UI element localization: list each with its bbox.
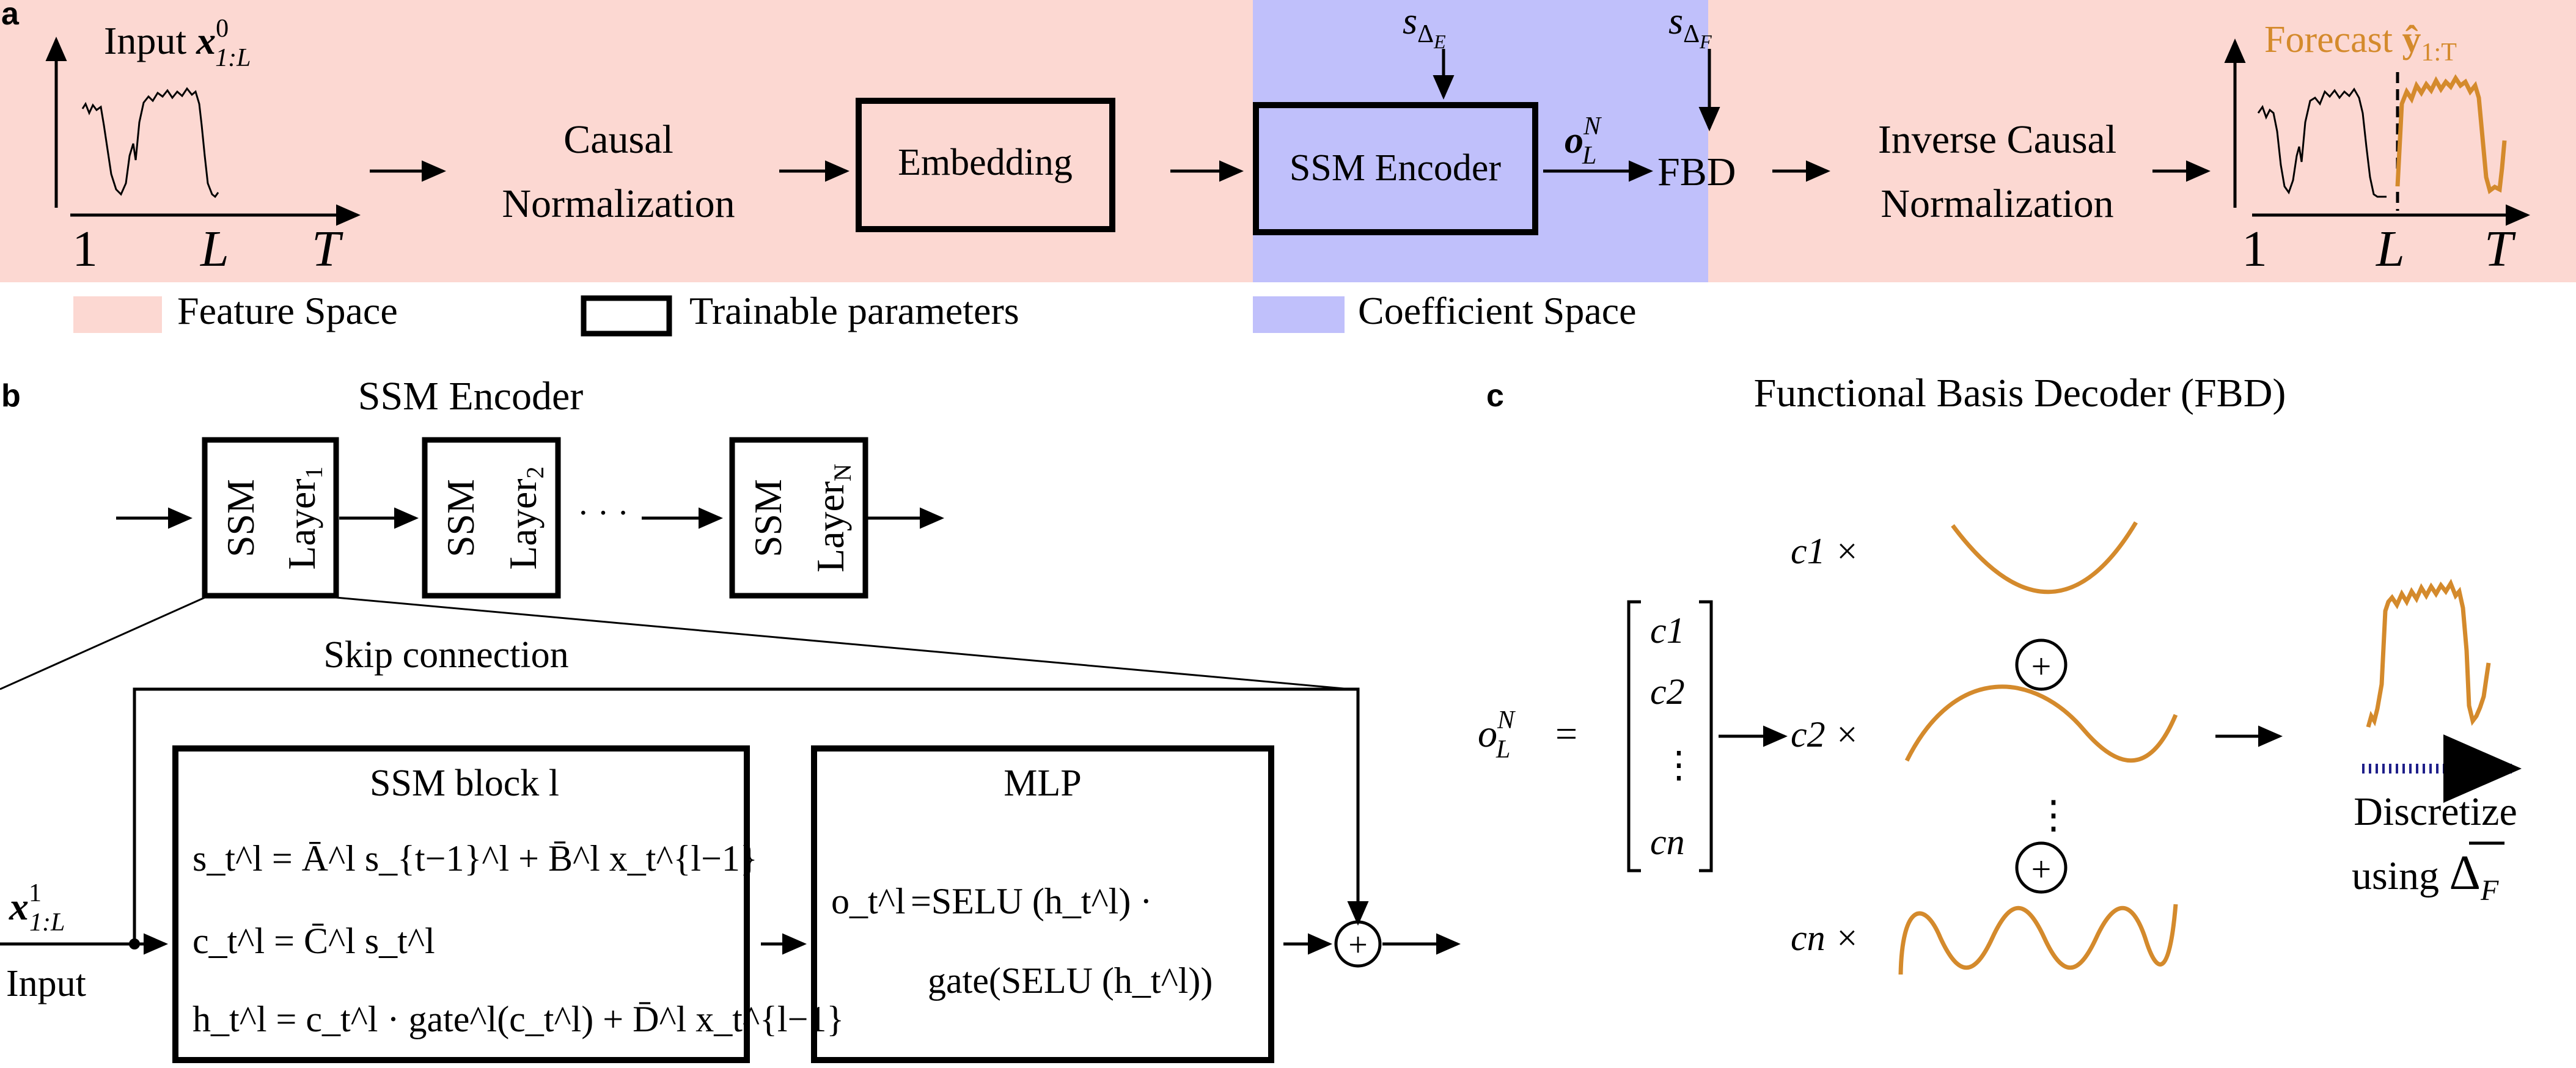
embedding-label: Embedding xyxy=(898,142,1073,183)
coef-label-c2: c2 × xyxy=(1791,714,1859,755)
legend-feature-space-label: Feature Space xyxy=(177,289,398,332)
decoded-series xyxy=(2366,579,2491,728)
basis-sum-circle-2 xyxy=(2015,841,2068,894)
basis-sum-plus-1: + xyxy=(2031,646,2052,686)
residual-sum-plus: + xyxy=(1348,926,1368,964)
ssm-encoder-label: SSM Encoder xyxy=(1290,147,1502,189)
fbd-equals: = xyxy=(1555,712,1577,755)
ssm-equation-2: c_t^l = C̄^l s_t^l xyxy=(193,921,435,961)
input-tick-1: 1 xyxy=(72,221,98,277)
ssm-layer-2-label: SSM xyxy=(439,479,482,557)
basis-vdots: ⋮ xyxy=(2034,793,2073,836)
mlp-title: MLP xyxy=(1004,763,1081,804)
legend: Feature Space Trainable parameters Coeff… xyxy=(73,289,1637,337)
ssm-encoder-title: SSM Encoder xyxy=(358,374,584,419)
forecast-title: Forecast ŷ1:T xyxy=(2264,19,2457,67)
junction-dot xyxy=(129,938,140,949)
panel-b: b SSM Encoder SSM Layer1 SSM Layer2 · · … xyxy=(0,374,1461,1063)
ssm-layer-n-box xyxy=(729,437,868,599)
ssm-layer-2-sublabel: Layer2 xyxy=(501,466,549,569)
basis-function-n xyxy=(1898,904,2178,975)
causal-normalization-line1: Causal xyxy=(563,117,673,162)
vector-entry-c2: c2 xyxy=(1650,671,1685,712)
vector-bracket-left xyxy=(1627,600,1641,872)
panel-letter-a: a xyxy=(1,0,20,32)
ssm-layer-n-label: SSM xyxy=(746,479,790,557)
legend-trainable-swatch xyxy=(581,295,672,337)
ssm-layer-1-box xyxy=(202,437,339,599)
layer-ellipsis: · · · xyxy=(578,494,629,532)
input-tick-t: T xyxy=(312,221,343,277)
forecast-series xyxy=(2395,74,2507,194)
ssm-equation-1: s_t^l = Ā^l s_{t−1}^l + B̄^l x_t^{l−1} xyxy=(193,838,758,879)
ssm-layer-1-label: SSM xyxy=(219,479,262,557)
ssm-encoder-box xyxy=(1253,102,1538,235)
embedding-box xyxy=(856,98,1115,232)
residual-sum-circle xyxy=(1334,920,1382,968)
legend-coefficient-space-label: Coefficient Space xyxy=(1358,289,1637,332)
coef-label-cn: cn × xyxy=(1791,918,1859,958)
basis-function-2 xyxy=(1904,684,2178,763)
coef-label-c1: c1 × xyxy=(1791,531,1859,571)
skip-connection-line xyxy=(133,687,1369,944)
coefficient-space-background xyxy=(1253,0,1708,282)
mlp-box xyxy=(811,745,1274,1063)
inverse-normalization-line1: Inverse Causal xyxy=(1878,117,2116,162)
input-series xyxy=(81,87,219,199)
vector-entry-cn: cn xyxy=(1650,822,1685,862)
mlp-equation-rhs: =SELU (h_t^l) · xyxy=(911,881,1152,921)
vector-vdots: ⋮ xyxy=(1660,745,1697,785)
panel-letter-b: b xyxy=(1,378,21,414)
ssm-layer-n-sublabel: LayerN xyxy=(809,464,856,572)
inverse-normalization-line2: Normalization xyxy=(1881,181,2113,226)
mlp-equation-lhs: o_t^l xyxy=(831,881,906,921)
fbd-title: Functional Basis Decoder (FBD) xyxy=(1754,371,2286,415)
forecast-plot: Forecast ŷ1:T 1 L T xyxy=(2224,19,2530,277)
basis-sum-plus-2: + xyxy=(2031,849,2052,889)
forecast-tick-t: T xyxy=(2484,221,2516,277)
skip-connection-label: Skip connection xyxy=(323,634,568,676)
zoom-line-right xyxy=(336,596,1351,690)
forecast-tick-1: 1 xyxy=(2242,221,2267,277)
basis-function-1 xyxy=(1951,521,2138,594)
ssm-layer-1-sublabel: Layer1 xyxy=(280,466,328,569)
ssm-equation-3: h_t^l = c_t^l · gate^l(c_t^l) + D̄^l x_t… xyxy=(193,999,844,1039)
ssm-layer-2-box xyxy=(422,437,561,599)
vector-entry-c1: c1 xyxy=(1650,610,1685,651)
ssm-block-title: SSM block l xyxy=(370,763,559,804)
legend-trainable-label: Trainable parameters xyxy=(689,289,1019,332)
causal-normalization-line2: Normalization xyxy=(502,181,735,226)
ssm-block-box xyxy=(172,745,750,1063)
fbd-label: FBD xyxy=(1657,150,1736,194)
block-input-label: Input xyxy=(6,963,86,1004)
legend-feature-space-swatch xyxy=(73,296,162,333)
vector-bracket-right xyxy=(1699,600,1713,872)
panel-letter-c: c xyxy=(1486,378,1504,414)
forecast-history-series xyxy=(2257,87,2387,198)
discretize-line2: using ΔF xyxy=(2352,846,2499,907)
s-delta-e: sΔE xyxy=(1403,1,1446,53)
s-delta-f: sΔF xyxy=(1668,1,1712,53)
zoom-line-left xyxy=(0,596,205,690)
forecast-tick-l: L xyxy=(2376,221,2405,277)
mlp-equation-2: gate(SELU (h_t^l)) xyxy=(928,960,1213,1001)
discretize-line1: Discretize xyxy=(2354,789,2517,834)
basis-sum-circle-1 xyxy=(2015,638,2068,691)
input-tick-l: L xyxy=(200,221,229,277)
legend-coefficient-space-swatch xyxy=(1253,296,1345,333)
